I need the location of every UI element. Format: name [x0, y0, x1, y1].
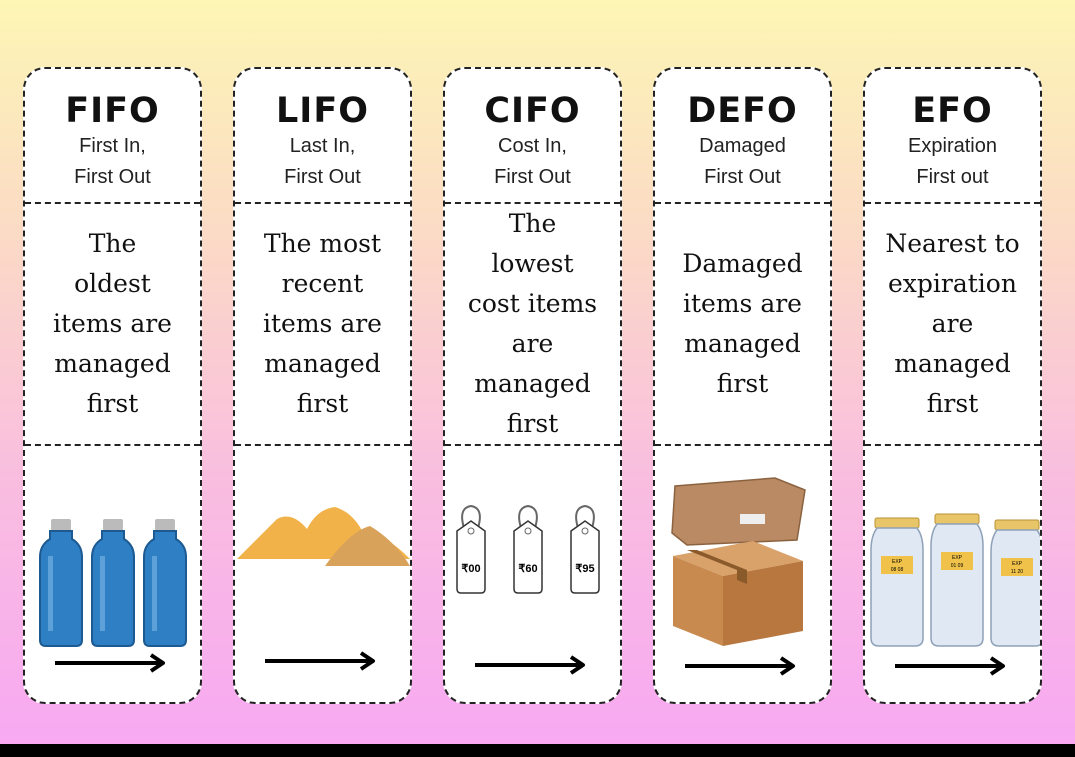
arrow-right-icon: [265, 651, 375, 671]
description-line: cost items: [467, 289, 598, 318]
price-tag-icon: ₹60: [513, 504, 543, 594]
method-description: The lowest cost items are managed first: [445, 204, 620, 446]
description-line: managed: [54, 349, 171, 378]
cardboard-box-icon: [673, 541, 803, 646]
jar-label-exp: EXP: [1012, 561, 1023, 567]
arrow-right-icon: [475, 655, 585, 675]
description-line: Damaged: [682, 249, 803, 278]
method-name-line2: First Out: [704, 166, 781, 188]
jar-label-date: 01 09: [951, 563, 964, 569]
card-lifo: LIFO Last In, First Out The most recent it…: [233, 67, 412, 704]
price-tag-icon: ₹95: [570, 504, 600, 594]
method-name-line1: Expiration: [908, 135, 997, 157]
arrow-right-icon: [895, 656, 1005, 676]
method-abbreviation: LIFO: [276, 91, 369, 131]
card-efo: EFO Expiration First out Nearest to expir…: [863, 67, 1042, 704]
card-header: LIFO Last In, First Out: [235, 69, 410, 204]
method-description: Damaged items are managed first: [655, 204, 830, 446]
illustration: [235, 446, 410, 702]
method-name-line1: Cost In,: [498, 135, 567, 157]
description-line: first: [296, 389, 349, 418]
description-line: managed: [264, 349, 381, 378]
card-cifo: CIFO Cost In, First Out The lowest cost it…: [443, 67, 622, 704]
description-line: managed: [894, 349, 1011, 378]
method-abbreviation: FIFO: [65, 91, 160, 131]
jar-label-date: 08 08: [891, 567, 904, 573]
illustration: [655, 446, 830, 702]
price-tag-label: ₹95: [575, 563, 594, 575]
price-tag-icon: ₹00: [456, 504, 486, 594]
description-line: expiration: [888, 269, 1017, 298]
bottle-icon: [39, 519, 83, 647]
description-line: items are: [263, 309, 382, 338]
card-header: DEFO Damaged First Out: [655, 69, 830, 204]
arrow-right-icon: [685, 656, 795, 676]
method-description: The oldest items are managed first: [25, 204, 200, 446]
method-name-line1: First In,: [79, 135, 146, 157]
description-line: managed: [684, 329, 801, 358]
card-fifo: FIFO First In, First Out The oldest items …: [23, 67, 202, 704]
method-abbreviation: EFO: [912, 91, 993, 131]
description-line: items are: [53, 309, 172, 338]
method-description: Nearest to expiration are managed first: [865, 204, 1040, 446]
description-line: are: [511, 329, 554, 358]
method-name-line1: Last In,: [289, 135, 356, 157]
method-name-line2: First out: [916, 166, 989, 188]
card-header: EFO Expiration First out: [865, 69, 1040, 204]
card-header: CIFO Cost In, First Out: [445, 69, 620, 204]
description-line: managed: [474, 369, 591, 398]
arrow-right-icon: [55, 653, 165, 673]
jar-icon: EXP 01 09: [930, 513, 984, 647]
description-line: The: [508, 209, 557, 238]
illustration: [25, 446, 200, 702]
jar-label-exp: EXP: [892, 559, 903, 565]
description-line: first: [506, 409, 559, 438]
method-name-line2: First Out: [284, 166, 361, 188]
card-defo: DEFO Damaged First Out Damaged items are m…: [653, 67, 832, 704]
description-line: The most: [263, 229, 382, 258]
description-line: are: [931, 309, 974, 338]
jar-label-exp: EXP: [952, 555, 963, 561]
bottle-icon: [143, 519, 187, 647]
illustration: ₹00 ₹60 ₹95: [445, 446, 620, 702]
damaged-box-icon: [671, 477, 806, 546]
method-name-line2: First Out: [494, 166, 571, 188]
description-line: first: [716, 369, 769, 398]
card-header: FIFO First In, First Out: [25, 69, 200, 204]
description-line: Nearest to: [885, 229, 1020, 258]
description-line: items are: [683, 289, 802, 318]
jar-label-date: 11 20: [1011, 569, 1023, 575]
illustration: EXP 08 08 EXP 01 09 EXP 11 20: [865, 446, 1040, 702]
jar-icon: EXP 11 20: [990, 519, 1040, 647]
description-line: first: [86, 389, 139, 418]
method-description: The most recent items are managed first: [235, 204, 410, 446]
sand-pile-icon: [237, 507, 410, 566]
price-tag-label: ₹00: [461, 563, 480, 575]
method-abbreviation: CIFO: [484, 91, 581, 131]
method-abbreviation: DEFO: [687, 91, 798, 131]
description-line: oldest: [74, 269, 151, 298]
description-line: first: [926, 389, 979, 418]
jar-icon: EXP 08 08: [870, 517, 924, 647]
method-name-line2: First Out: [74, 166, 151, 188]
price-tag-label: ₹60: [518, 563, 537, 575]
description-line: The: [88, 229, 137, 258]
method-name-line1: Damaged: [699, 135, 786, 157]
description-line: lowest: [491, 249, 574, 278]
bottle-icon: [91, 519, 135, 647]
description-line: recent: [281, 269, 364, 298]
